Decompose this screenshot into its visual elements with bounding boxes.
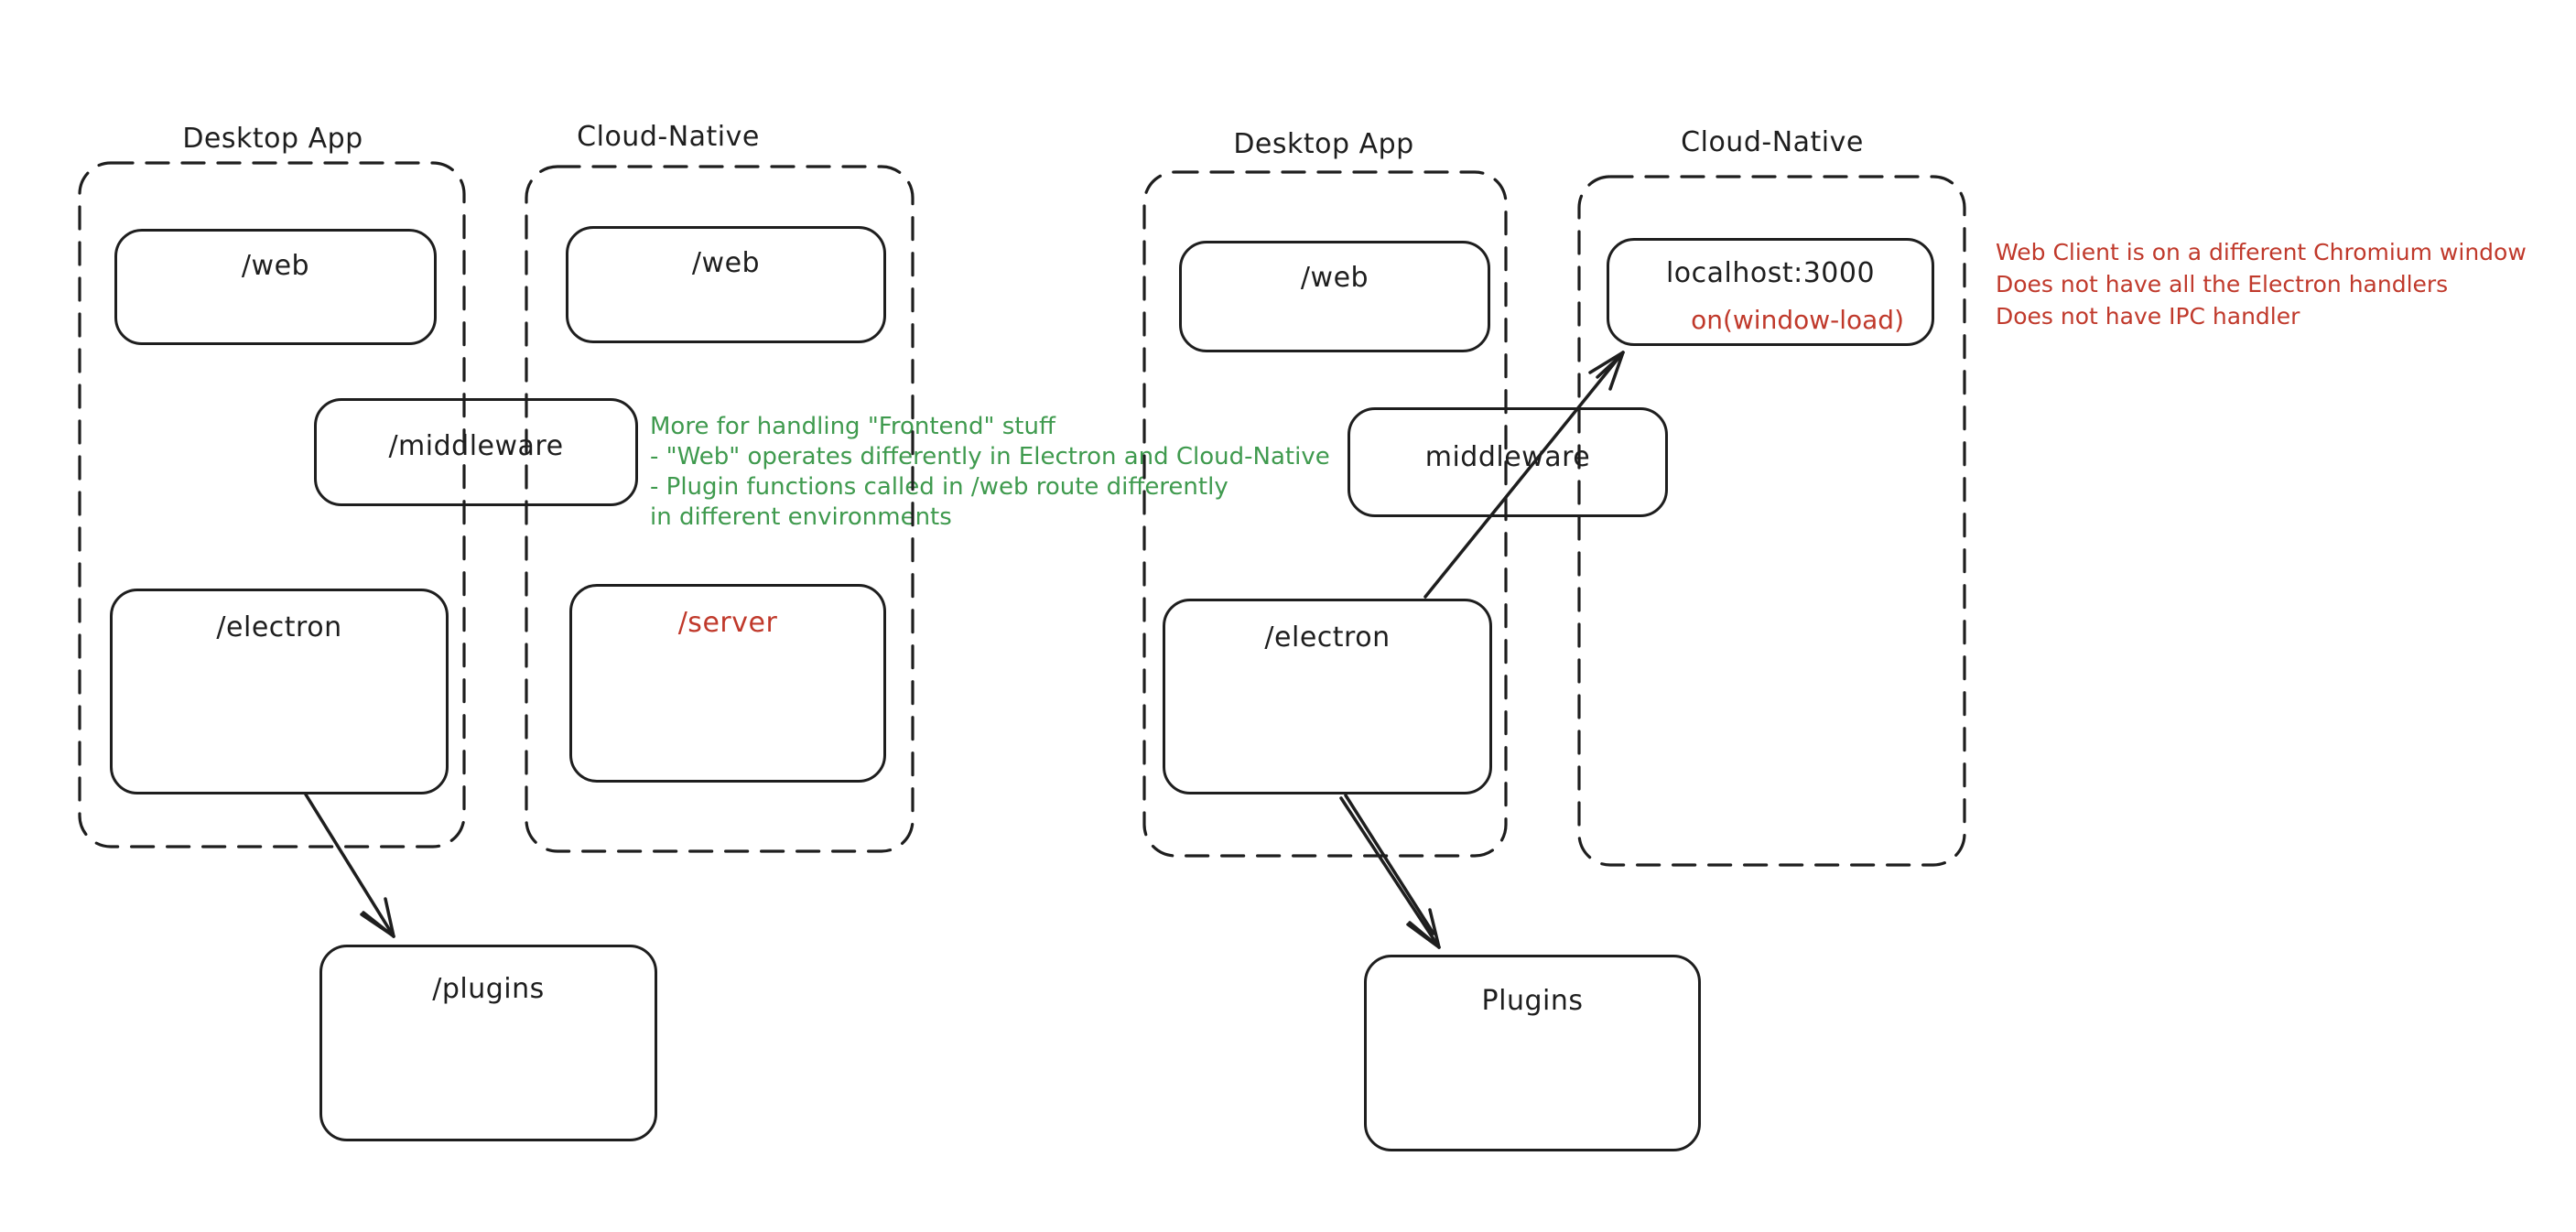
green-annotation-line-3: - Plugin functions called in /web route … (650, 473, 1228, 501)
left-plugins-label: /plugins (432, 973, 545, 1005)
green-annotation[interactable]: More for handling "Frontend" stuff - "We… (650, 412, 1330, 533)
right-electron-label: /electron (1264, 621, 1391, 654)
onload-label: on(window-load) (1691, 305, 1904, 335)
left-middleware-box[interactable]: /middleware (314, 398, 638, 506)
left-electron-box[interactable]: /electron (110, 589, 449, 794)
left-desktop-title[interactable]: Desktop App (182, 123, 363, 155)
left-plugins-box[interactable]: /plugins (319, 945, 657, 1141)
right-electron-box[interactable]: /electron (1163, 599, 1492, 794)
left-cloud-web-label: /web (691, 247, 761, 279)
left-electron-label: /electron (216, 611, 342, 643)
right-plugins-label: Plugins (1481, 985, 1584, 1017)
right-middleware-box[interactable]: middleware (1348, 407, 1668, 517)
left-desktop-web-box[interactable]: /web (114, 229, 437, 345)
right-plugins-box[interactable]: Plugins (1364, 955, 1701, 1151)
red-annotation-line-1: Web Client is on a different Chromium wi… (1996, 239, 2527, 265)
red-annotation-line-2: Does not have all the Electron handlers (1996, 271, 2449, 297)
right-middleware-label: middleware (1424, 441, 1591, 473)
green-annotation-line-4: in different environments (650, 503, 952, 531)
left-middleware-label: /middleware (388, 430, 564, 462)
right-desktop-web-box[interactable]: /web (1179, 241, 1490, 352)
left-server-box[interactable]: /server (569, 584, 886, 783)
right-desktop-title[interactable]: Desktop App (1233, 128, 1414, 160)
red-annotation-line-3: Does not have IPC handler (1996, 303, 2300, 330)
green-annotation-line-1: More for handling "Frontend" stuff (650, 413, 1055, 440)
left-desktop-web-label: /web (241, 250, 310, 282)
left-cloud-web-box[interactable]: /web (566, 226, 886, 343)
left-server-label: /server (677, 607, 778, 639)
red-annotation[interactable]: Web Client is on a different Chromium wi… (1996, 236, 2527, 332)
left-cloud-title[interactable]: Cloud-Native (577, 121, 760, 153)
right-desktop-web-label: /web (1300, 262, 1369, 294)
right-cloud-title[interactable]: Cloud-Native (1681, 126, 1864, 158)
localhost-label: localhost:3000 (1665, 257, 1876, 289)
localhost-box[interactable]: localhost:3000 on(window-load) (1607, 238, 1934, 346)
green-annotation-line-2: - "Web" operates differently in Electron… (650, 443, 1330, 470)
